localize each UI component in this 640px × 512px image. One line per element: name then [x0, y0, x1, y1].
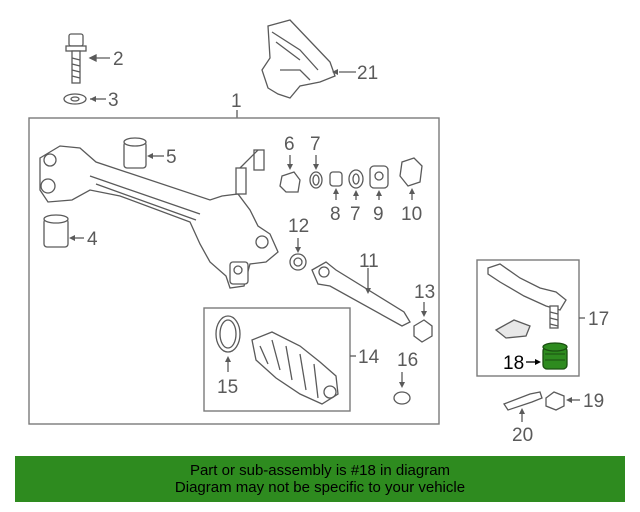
callout-5[interactable]: 5	[166, 147, 177, 168]
callout-9[interactable]: 9	[373, 204, 384, 225]
parts-diagram: 2 3 21 1 5 4	[28, 19, 609, 446]
callout-8[interactable]: 8	[330, 204, 341, 225]
tie-rod-end	[487, 263, 567, 339]
callout-3[interactable]: 3	[108, 90, 119, 111]
seal-ring-part-7b	[348, 169, 364, 200]
washer-part-3	[63, 93, 106, 105]
callout-7-lower[interactable]: 7	[350, 204, 361, 225]
callout-15[interactable]: 15	[217, 377, 238, 398]
seal-ring-part-7	[309, 155, 323, 189]
cover-part-21	[261, 19, 356, 99]
part-notice-banner: Part or sub-assembly is #18 in diagram D…	[15, 456, 625, 502]
callout-13[interactable]: 13	[414, 282, 435, 303]
banner-line-2: Diagram may not be specific to your vehi…	[174, 479, 466, 496]
callout-11[interactable]: 11	[359, 251, 379, 272]
callout-14[interactable]: 14	[358, 347, 380, 368]
callout-1[interactable]: 1	[231, 91, 242, 112]
callout-17[interactable]: 17	[588, 309, 609, 330]
valve-part-6	[279, 155, 301, 193]
clamp-part-15	[215, 315, 241, 372]
nut-part-13	[413, 302, 433, 343]
callout-21[interactable]: 21	[357, 63, 378, 84]
callout-6[interactable]: 6	[284, 134, 295, 155]
bushing-part-5	[123, 137, 164, 169]
bolt-part-2	[65, 33, 110, 84]
plug-part-9	[369, 165, 389, 200]
callout-4[interactable]: 4	[87, 229, 98, 250]
cotter-pin-part-20	[503, 391, 543, 422]
callout-10[interactable]: 10	[401, 204, 422, 225]
callout-19[interactable]: 19	[583, 391, 604, 412]
highlighted-part-18[interactable]	[526, 342, 568, 370]
boot	[251, 331, 339, 405]
callout-16[interactable]: 16	[397, 350, 418, 371]
callout-2[interactable]: 2	[113, 49, 124, 70]
rack-housing	[39, 145, 279, 289]
callout-18[interactable]: 18	[503, 353, 524, 374]
bushing-part-4	[43, 214, 84, 248]
callout-20[interactable]: 20	[512, 425, 533, 446]
callout-7-upper[interactable]: 7	[310, 134, 321, 155]
steering-gear-box	[28, 117, 440, 425]
nut-part-19	[545, 391, 580, 411]
ring-part-12	[289, 238, 307, 271]
boot-kit-box	[203, 307, 351, 412]
banner-line-1: Part or sub-assembly is #18 in diagram	[189, 462, 451, 479]
bearing-part-8	[329, 171, 343, 200]
callout-12[interactable]: 12	[288, 216, 309, 237]
cap-part-10	[399, 157, 423, 200]
clip-part-16	[393, 372, 411, 405]
tie-rod-part-11	[311, 261, 411, 327]
